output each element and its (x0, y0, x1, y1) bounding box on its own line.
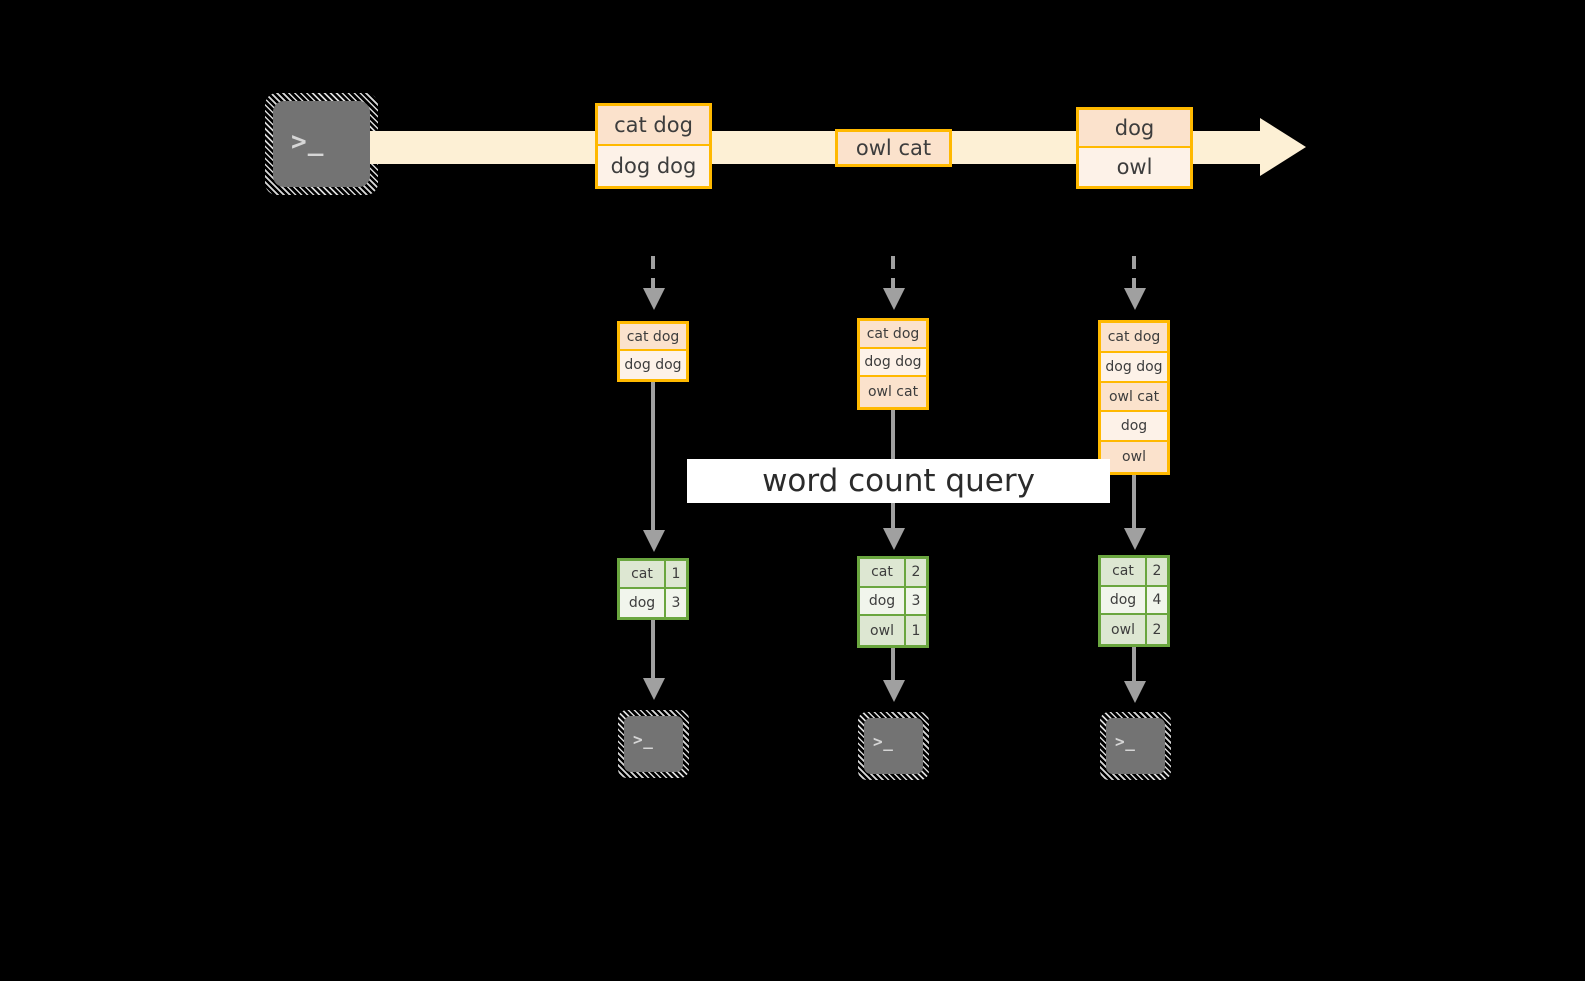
event-stream-arrowhead (1260, 118, 1306, 176)
stream-tap-arrowhead-2 (883, 288, 905, 310)
accumulated-events-3[interactable]: cat dog dog dog owl cat dog owl (1098, 320, 1170, 475)
consumer-terminal-icon-1: >_ (618, 710, 689, 778)
accumulated-event-line: dog dog (1101, 352, 1167, 383)
table-cell-count: 1 (671, 566, 681, 583)
terminal-prompt-glyph: >_ (291, 127, 325, 157)
accumulated-event-line: dog dog (860, 349, 926, 378)
stream-event-2[interactable]: owl cat (835, 129, 952, 167)
accumulated-events-1[interactable]: cat dog dog dog (617, 321, 689, 382)
stream-tap-line-2 (891, 256, 895, 292)
terminal-screen (624, 716, 683, 772)
table-row: dog 3 (620, 589, 686, 617)
table-cell-count: 2 (1152, 621, 1162, 638)
table-cell-count: 1 (911, 622, 921, 639)
terminal-prompt-glyph: >_ (1115, 732, 1136, 751)
word-count-table-1[interactable]: cat 1 dog 3 (617, 558, 689, 620)
result-flow-arrowhead-1 (643, 678, 665, 700)
stream-event-1[interactable]: cat dog dog dog (595, 103, 712, 189)
query-flow-arrowhead-2 (883, 528, 905, 550)
stream-event-line: owl cat (838, 132, 949, 164)
query-flow-line-1 (651, 382, 655, 534)
word-count-table-2[interactable]: cat 2 dog 3 owl 1 (857, 556, 929, 648)
accumulated-events-2[interactable]: cat dog dog dog owl cat (857, 318, 929, 410)
terminal-screen (864, 718, 923, 774)
table-row: dog 3 (860, 587, 926, 617)
stream-event-line: cat dog (598, 106, 709, 147)
result-flow-line-2 (891, 648, 895, 684)
accumulated-event-line: owl (1101, 442, 1167, 472)
table-cell-word: cat (620, 561, 666, 588)
accumulated-event-line: owl cat (1101, 382, 1167, 413)
query-flow-line-3 (1132, 475, 1136, 532)
table-row: cat 2 (860, 559, 926, 588)
table-cell-count: 3 (911, 593, 921, 610)
terminal-prompt-glyph: >_ (873, 732, 894, 751)
producer-terminal-icon: >_ (265, 93, 378, 195)
table-cell-word: cat (860, 559, 906, 586)
result-flow-arrowhead-2 (883, 680, 905, 702)
table-cell-count: 2 (1152, 563, 1162, 580)
table-row: dog 4 (1101, 586, 1167, 616)
table-row: cat 1 (620, 561, 686, 590)
stream-event-3[interactable]: dog owl (1076, 107, 1193, 189)
table-row: owl 2 (1101, 615, 1167, 645)
table-cell-word: dog (860, 587, 906, 615)
stream-tap-arrowhead-1 (643, 288, 665, 310)
terminal-prompt-glyph: >_ (633, 730, 654, 749)
result-flow-arrowhead-3 (1124, 681, 1146, 703)
terminal-screen (1106, 718, 1165, 774)
query-flow-arrowhead-3 (1124, 528, 1146, 550)
stream-event-line: owl (1079, 148, 1190, 186)
accumulated-event-line: dog (1101, 412, 1167, 443)
table-row: cat 2 (1101, 558, 1167, 587)
query-flow-arrowhead-1 (643, 530, 665, 552)
terminal-screen (273, 101, 370, 187)
stream-tap-arrowhead-3 (1124, 288, 1146, 310)
table-row: owl 1 (860, 616, 926, 646)
accumulated-event-line: dog dog (620, 351, 686, 379)
stream-event-line: dog (1079, 110, 1190, 149)
table-cell-word: dog (1101, 586, 1147, 614)
stream-tap-line-3 (1132, 256, 1136, 292)
accumulated-event-line: cat dog (1101, 323, 1167, 353)
table-cell-word: dog (620, 589, 666, 617)
accumulated-event-line: cat dog (860, 321, 926, 350)
table-cell-count: 4 (1152, 592, 1162, 609)
table-cell-word: owl (860, 616, 906, 646)
query-label: word count query (687, 459, 1110, 503)
table-cell-count: 3 (671, 595, 681, 612)
word-count-table-3[interactable]: cat 2 dog 4 owl 2 (1098, 555, 1170, 647)
accumulated-event-line: cat dog (620, 324, 686, 352)
table-cell-word: cat (1101, 558, 1147, 585)
accumulated-event-line: owl cat (860, 377, 926, 407)
table-cell-word: owl (1101, 615, 1147, 645)
consumer-terminal-icon-2: >_ (858, 712, 929, 780)
result-flow-line-1 (651, 620, 655, 682)
result-flow-line-3 (1132, 647, 1136, 685)
table-cell-count: 2 (911, 564, 921, 581)
stream-tap-line-1 (651, 256, 655, 292)
consumer-terminal-icon-3: >_ (1100, 712, 1171, 780)
stream-event-line: dog dog (598, 146, 709, 186)
